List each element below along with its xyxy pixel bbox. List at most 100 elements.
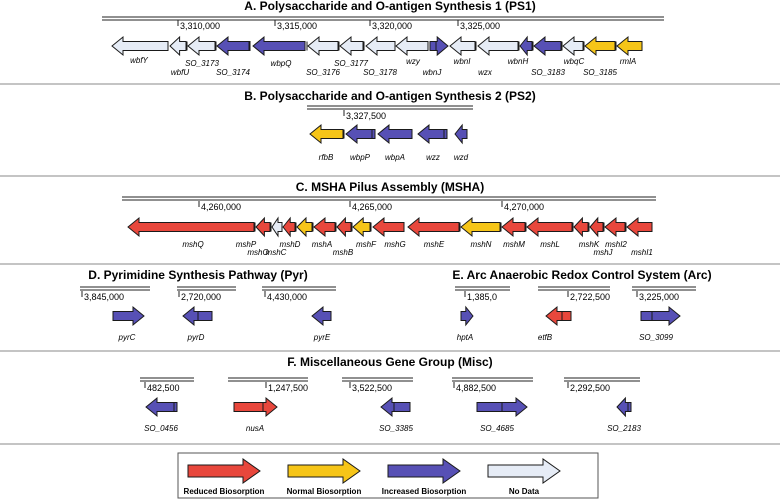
gene-mshQ: mshQ	[127, 216, 255, 249]
gene-SO_3185: SO_3185	[583, 35, 617, 77]
gene-label-wbnI: wbnI	[454, 57, 472, 66]
gene-label-mshK: mshK	[579, 240, 600, 249]
gene-arrow-SO_3183	[533, 35, 562, 57]
legend-item-normal: Normal Biosorption	[287, 458, 361, 496]
gene-label-SO_2183: SO_2183	[607, 424, 641, 433]
gene-arrow-SO_3173	[187, 35, 216, 57]
gene-arrow-rfbB	[309, 123, 344, 145]
gene-arrow-SO_3177	[339, 35, 364, 57]
gene-arrow-wbnJ	[429, 35, 449, 57]
coordinate-label: 4,430,000	[267, 292, 307, 302]
gene-label-wbpA: wbpA	[385, 153, 405, 162]
gene-arrow-SO_0456	[145, 396, 178, 418]
gene-SO_3174: SO_3174	[216, 35, 251, 77]
coordinate-label: 4,260,000	[201, 202, 241, 212]
gene-label-hptA: hptA	[457, 333, 473, 342]
gene-arrow-rmlA	[616, 35, 643, 57]
gene-SO_3176: SO_3176	[306, 35, 340, 77]
gene-arrow-mshK	[573, 216, 589, 238]
gene-mshC: mshC	[266, 216, 313, 257]
legend-item-reduced: Reduced Biosorption	[184, 458, 265, 496]
gene-wbfY: wbfY	[111, 35, 169, 65]
gene-arrow-mshC	[296, 216, 313, 238]
gene-arrow-wzy	[395, 35, 429, 57]
gene-label-wbfU: wbfU	[171, 68, 189, 77]
gene-mshK: mshK	[573, 216, 600, 249]
legend-item-increased: Increased Biosorption	[382, 458, 467, 496]
gene-label-mshM: mshM	[503, 240, 525, 249]
gene-label-SO_3099: SO_3099	[639, 333, 673, 342]
gene-wzy: wzy	[395, 35, 429, 66]
gene-label-mshD: mshD	[280, 240, 301, 249]
gene-wbfU: wbfU	[169, 35, 189, 77]
gene-label-SO_3385: SO_3385	[379, 424, 413, 433]
gene-label-rmlA: rmlA	[620, 57, 636, 66]
gene-arrow-mshP	[255, 216, 271, 238]
gene-etfB: etfB	[538, 305, 572, 342]
gene-arrow-SO_3185	[584, 35, 616, 57]
gene-arrow-hptA	[460, 305, 474, 327]
legend-label-nodata: No Data	[509, 487, 540, 496]
gene-arrow-wbpQ	[252, 35, 306, 57]
coordinate-label: 3,325,000	[460, 21, 500, 31]
gene-pyrC: pyrC	[112, 305, 145, 342]
gene-wbnJ: wbnJ	[423, 35, 449, 77]
gene-label-SO_3178: SO_3178	[363, 68, 397, 77]
gene-label-wbpQ: wbpQ	[271, 59, 292, 68]
gene-label-wbqC: wbqC	[564, 57, 585, 66]
gene-label-etfB: etfB	[538, 333, 553, 342]
gene-label-wbpP: wbpP	[350, 153, 371, 162]
gene-label-mshF: mshF	[356, 240, 377, 249]
legend-swatch-nodata	[487, 458, 561, 484]
gene-label-nusA: nusA	[246, 424, 264, 433]
gene-arrow-SO_3099	[640, 305, 681, 327]
gene-mshL: mshL	[526, 216, 573, 249]
gene-label-mshJ: mshJ	[593, 248, 613, 257]
coordinate-label: 482,500	[147, 383, 180, 393]
gene-SO_3099: SO_3099	[639, 305, 681, 342]
gene-SO_3177: SO_3177	[334, 35, 368, 68]
gene-label-mshI2: mshI2	[605, 240, 627, 249]
gene-label-SO_3177: SO_3177	[334, 59, 368, 68]
gene-arrow-mshA	[313, 216, 336, 238]
legend-swatch-reduced	[187, 458, 261, 484]
gene-mshJ: mshJ	[589, 216, 614, 257]
gene-arrow-SO_3385	[380, 396, 411, 418]
gene-label-SO_3174: SO_3174	[216, 68, 250, 77]
gene-label-SO_3176: SO_3176	[306, 68, 340, 77]
gene-pyrE: pyrE	[311, 305, 332, 342]
pyr-title: D. Pyrimidine Synthesis Pathway (Pyr)	[88, 268, 307, 282]
gene-label-SO_3183: SO_3183	[531, 68, 565, 77]
gene-label-mshN: mshN	[471, 240, 492, 249]
gene-wzz: wzz	[417, 123, 448, 162]
gene-arrow-pyrC	[112, 305, 145, 327]
gene-rmlA: rmlA	[616, 35, 643, 66]
coordinate-label: 3,327,500	[346, 111, 386, 121]
gene-arrow-mshF	[352, 216, 371, 238]
gene-label-pyrD: pyrD	[187, 333, 205, 342]
coordinate-label: 3,845,000	[84, 292, 124, 302]
gene-rfbB: rfbB	[309, 123, 344, 162]
gene-label-pyrC: pyrC	[118, 333, 136, 342]
gene-arrow-wzx	[477, 35, 519, 57]
gene-label-SO_3173: SO_3173	[185, 59, 219, 68]
gene-mshG: mshG	[372, 216, 406, 249]
gene-arrow-mshO	[271, 216, 283, 238]
gene-label-wbnH: wbnH	[508, 57, 529, 66]
arc-title: E. Arc Anaerobic Redox Control System (A…	[452, 268, 711, 282]
gene-SO_0456: SO_0456	[144, 396, 178, 433]
gene-arrow-mshL	[526, 216, 573, 238]
gene-label-wbnJ: wbnJ	[423, 68, 443, 77]
gene-wbqC: wbqC	[562, 35, 585, 66]
gene-SO_3385: SO_3385	[379, 396, 413, 433]
gene-SO_2183: SO_2183	[607, 396, 641, 433]
coordinate-label: 3,320,000	[372, 21, 412, 31]
gene-arrow-mshI1	[626, 216, 653, 238]
gene-label-mshG: mshG	[384, 240, 405, 249]
gene-label-mshQ: mshQ	[182, 240, 203, 249]
gene-label-mshC: mshC	[266, 248, 287, 257]
legend-label-increased: Increased Biosorption	[382, 487, 467, 496]
